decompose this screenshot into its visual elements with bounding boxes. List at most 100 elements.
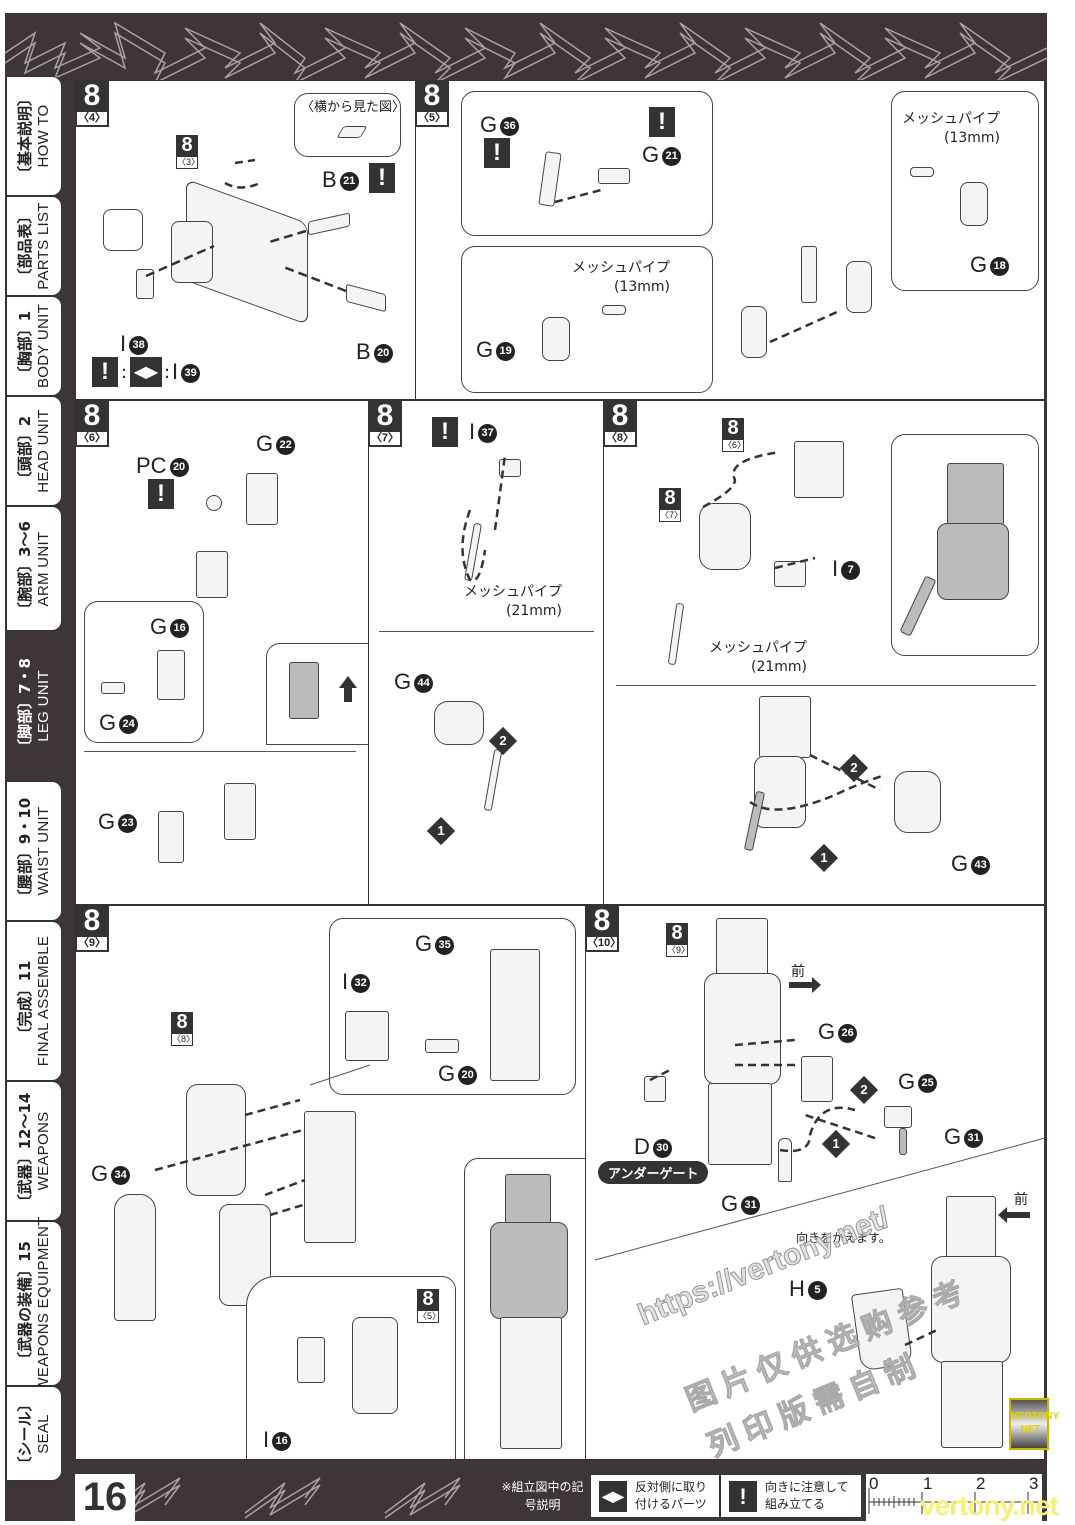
ruler-label: 3 [1029,1474,1039,1493]
assembly-drawing [224,783,256,840]
part-i38-drawing [136,269,154,299]
body-assembly-side [171,221,213,283]
mirror-parts-icon: ◀▶ [130,357,162,387]
divider [616,685,1036,686]
caution-icon: ! [649,107,675,137]
mesh-pipe-drawing [667,602,685,666]
lower-leg-drawing [708,1083,772,1165]
part-g44-drawing [434,701,484,745]
order-1-badge: 1 [426,816,456,846]
part-g31-attached-drawing [899,1128,907,1155]
completed-view-callout [464,1158,586,1459]
mesh-pipe-drawing [483,748,503,812]
completed-upper-drawing [947,463,1004,525]
part-i37-drawing [499,459,521,477]
caution-icon: ! [484,138,510,168]
up-arrow-icon-stem [344,688,352,702]
mesh-pipe-note: メッシュパイプ(21mm) [464,584,562,619]
ruler-label: 2 [976,1474,986,1493]
mesh-pipe-drawing [602,305,626,315]
under-gate-badge: アンダーゲート [598,1161,709,1184]
caution-icon: ! [92,357,118,387]
order-1-badge: 1 [809,843,839,873]
legend-text: 向きに注意して組み立てる [765,1480,849,1511]
tab-parts-list[interactable]: 〔部品表〕PARTS LIST [6,196,62,296]
caution-icon: ! [432,417,458,447]
part-g19-drawing [542,317,570,361]
legend-title: ※組立図中の記号説明 [501,1480,584,1512]
divider [84,751,356,752]
completed-pipe-drawing [899,575,937,637]
part-g25-drawing [884,1106,912,1128]
scale-ruler: 0 1 2 3 [866,1474,1042,1521]
leg-assembly-drawing [186,1084,246,1196]
part-d30-drawing [644,1076,666,1102]
knee-drawing [846,261,872,313]
ruler-label: 0 [869,1474,879,1493]
ruler-ticks [868,1488,1042,1514]
caution-icon: ! [148,479,174,509]
step-number: 8〈10〉 [586,906,621,952]
step-number: 8〈6〉 [76,401,109,447]
step-number: 8〈7〉 [369,401,402,447]
part-g18-drawing [960,182,988,226]
completed-lower-drawing [941,1361,1003,1448]
knee-assembly-drawing [352,1317,398,1414]
part-g16-drawing [157,650,185,700]
part-g35-drawing [490,949,540,1081]
part-g21-drawing [598,168,630,184]
part-g22-drawing [246,473,278,525]
part-i7-drawing [774,561,806,587]
reference-step: 8〈3〉 [176,134,201,169]
legend-item-mirror: ◀▶ 反対側に取り付けるパーツ [590,1474,720,1518]
completed-view-callout [891,434,1039,656]
part-i16-drawing [297,1337,325,1383]
orientation-callout [266,643,369,745]
up-arrow-icon [339,676,357,688]
part-orientation-drawing [289,662,319,719]
part-b21-drawing [308,212,350,236]
leg-assembly-drawing [759,696,811,758]
reference-step: 8〈8〉 [171,1011,196,1046]
divider [379,631,594,632]
knee-assembly-drawing [704,973,781,1085]
legend-text: 反対側に取り付けるパーツ [635,1480,708,1511]
tab-how-to[interactable]: 〔基本説明〕HOW TO [6,76,62,196]
completed-knee-drawing [937,523,1009,600]
part-g43-drawing [894,771,941,833]
tab-seal[interactable]: 〔シール〕SEAL [6,1386,62,1481]
reference-step: 8〈6〉 [722,417,747,452]
